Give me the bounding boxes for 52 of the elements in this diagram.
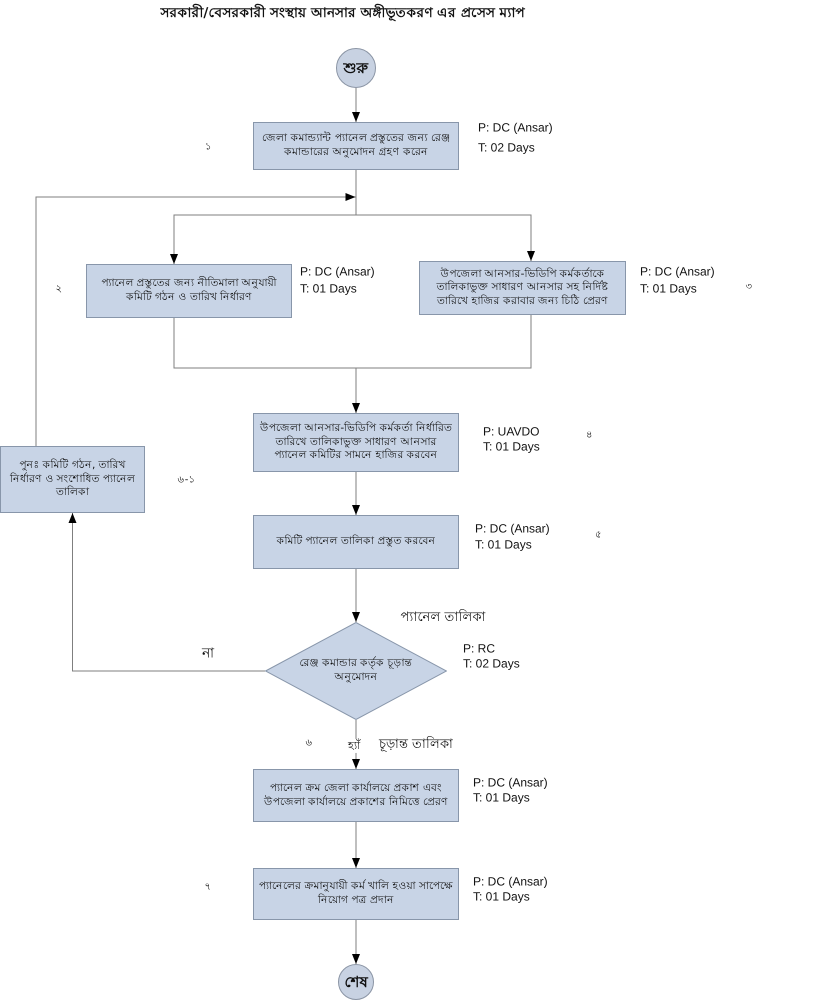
step-number: ৬ [306,738,312,748]
duration-label: T: 01 Days [300,282,357,296]
duration-label: T: 02 Days [478,141,535,155]
edge-label: না [202,646,214,662]
role-label: P: DC (Ansar) [473,875,548,889]
role-label: P: DC (Ansar) [473,776,548,790]
connector-line [174,318,356,368]
arrow [352,920,360,964]
role-label: P: DC (Ansar) [478,121,553,135]
arrow [352,720,360,770]
process-box: প্যানেল ক্রম জেলা কার্যালয়ে প্রকাশ এবং উপজেলা কার্যালয়ে প্রকাশের নিমিত্তে প্রেরণ [253,769,459,822]
start-circle: শুরু [336,48,376,88]
step-number: ৫ [595,530,601,540]
arrow [352,822,360,868]
role-label: P: DC (Ansar) [640,265,715,279]
annotation-text: চূড়ান্ত তালিকা [378,738,454,752]
arrow [352,472,360,516]
step-number: ২ [56,284,62,294]
end-circle: শেষ [338,964,374,1000]
process-box: উপজেলা আনসার-ভিডিপি কর্মকর্তাকে তালিকাভুক্ত সাধারণ আনসার সহ নির্দিষ্ট তারিখে হাজির করাবার জন্য চিঠি প্রেরণ [419,261,626,315]
edge-label: হ্যাঁ [346,738,362,754]
arrow [352,368,360,414]
process-box: প্যানেলের ক্রমানুযায়ী কর্ম খালি হওয়া সাপেক্ষে নিয়োগ পত্র প্রদান [253,868,459,920]
decision-diamond: রেঞ্জ কমান্ডার কর্তৃক চূড়ান্ত অনুমোদন [265,622,447,720]
duration-label: T: 02 Days [463,657,520,671]
process-box: কমিটি প্যানেল তালিকা প্রস্তুত করবেন [253,515,459,569]
arrow [68,512,266,672]
role-label: P: DC (Ansar) [475,522,550,536]
process-box: পুনঃ কমিটি গঠন, তারিখ নির্ধারণ ও সংশোধিত প্যানেল তালিকা [0,446,145,513]
process-box: উপজেলা আনসার-ভিডিপি কর্মকর্তা নির্ধারিত তারিখে তালিকাভুক্ত সাধারণ আনসার প্যানেল কমিটির সামনে হাজির করবেন [253,413,459,472]
duration-label: T: 01 Days [475,538,532,552]
step-number: ৩ [746,282,752,292]
step-number: ১ [205,142,211,152]
role-label: P: UAVDO [483,425,540,439]
arrow [352,568,360,622]
step-number: ৬-১ [178,474,194,486]
duration-label: T: 01 Days [640,282,697,296]
role-label: P: RC [463,642,496,656]
arrow [36,193,356,446]
step-number: ৭ [204,882,212,892]
process-box: প্যানেল প্রস্তুতের জন্য নীতিমালা অনুযায়ী কমিটি গঠন ও তারিখ নির্ধারণ [86,264,292,318]
arrow [352,88,360,122]
connector-line [356,314,532,368]
duration-label: T: 01 Days [473,791,530,805]
arrow [170,214,356,264]
process-box: জেলা কমান্ড্যান্ট প্যানেল প্রস্তুতের জন্য রেঞ্জ কমান্ডারের অনুমোদন গ্রহণ করেন [253,122,459,170]
duration-label: T: 01 Days [483,440,540,454]
step-number: ৪ [586,430,592,440]
arrow [356,214,535,262]
duration-label: T: 01 Days [473,890,530,904]
role-label: P: DC (Ansar) [300,265,375,279]
diagram-title: সরকারী/বেসরকারী সংস্থায় আনসার অঙ্গীভূতকরণ এর প্রসেস ম্যাপ [160,2,526,24]
